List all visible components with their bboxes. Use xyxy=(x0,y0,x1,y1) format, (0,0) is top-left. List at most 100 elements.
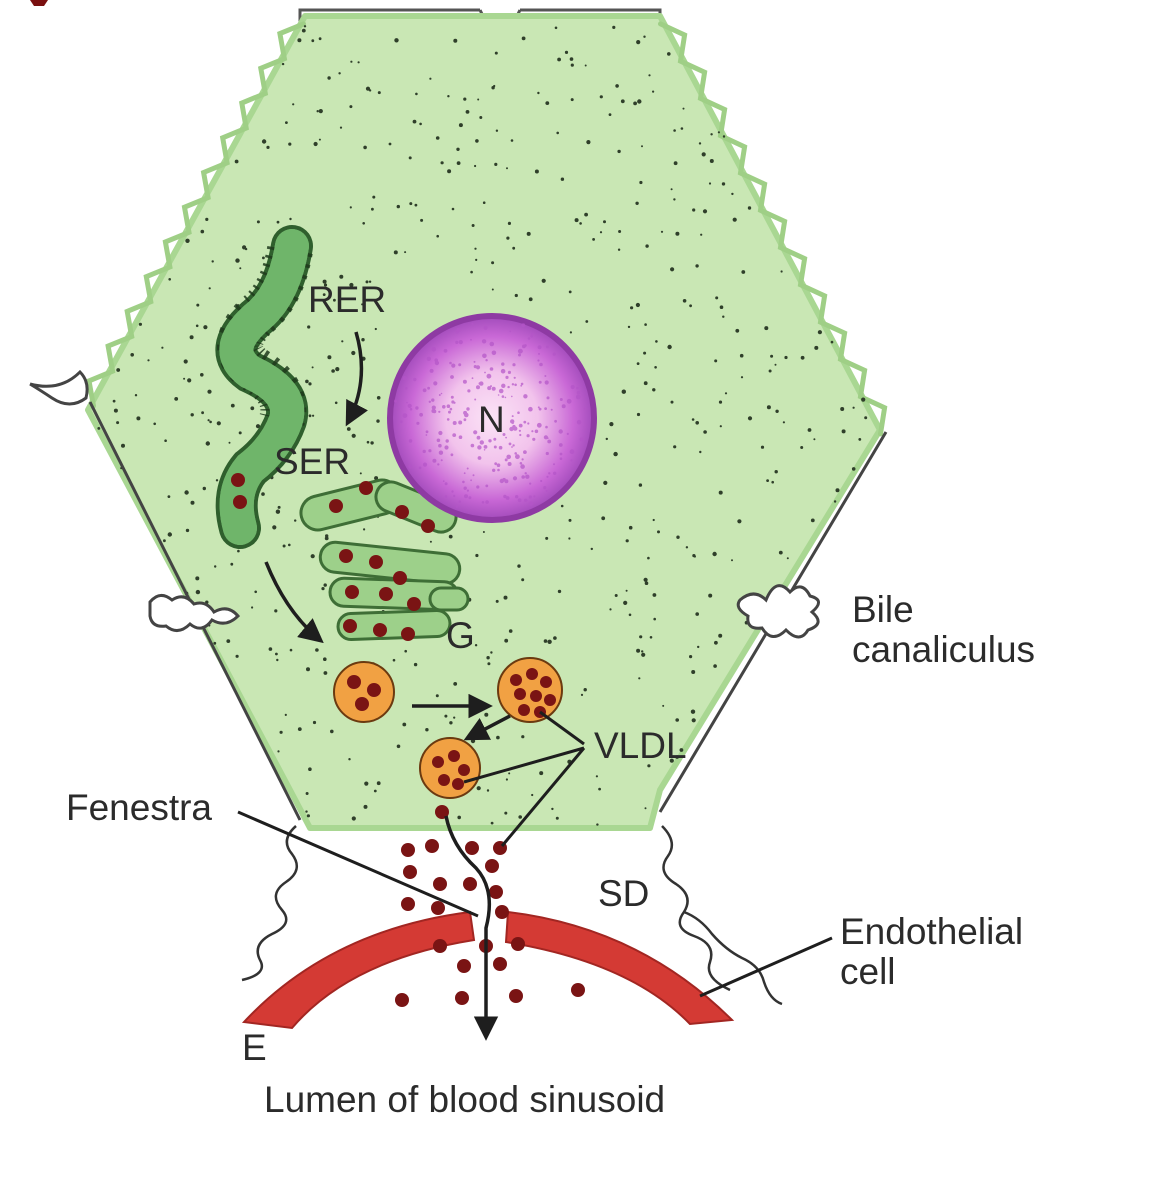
chromatin-speck xyxy=(482,353,487,359)
granule xyxy=(209,420,212,424)
granule xyxy=(396,204,400,209)
chromatin-speck xyxy=(525,474,530,479)
granule xyxy=(537,91,540,95)
chromatin-speck xyxy=(438,443,442,448)
granule xyxy=(633,101,637,106)
chromatin-speck xyxy=(476,435,481,440)
granule xyxy=(470,738,476,744)
granule xyxy=(691,418,695,421)
secretory-vesicle-3 xyxy=(419,737,481,799)
chromatin-speck xyxy=(497,468,500,472)
granule xyxy=(449,721,453,725)
chromatin-speck xyxy=(489,341,495,347)
granule xyxy=(420,218,424,222)
chromatin-speck xyxy=(537,359,540,362)
granule xyxy=(230,403,235,408)
granule xyxy=(641,650,644,653)
granule xyxy=(701,152,706,157)
granule xyxy=(174,397,179,401)
granule xyxy=(584,212,588,217)
chromatin-speck xyxy=(471,377,474,380)
granule xyxy=(266,145,270,149)
granule xyxy=(708,593,713,598)
chromatin-speck xyxy=(476,485,480,489)
chromatin-speck xyxy=(559,457,563,461)
granule xyxy=(508,629,513,633)
granule xyxy=(782,421,786,424)
granule xyxy=(205,217,209,221)
granule xyxy=(228,441,231,444)
granule xyxy=(435,694,439,698)
chromatin-speck xyxy=(431,405,436,410)
granule xyxy=(623,600,628,606)
chromatin-speck xyxy=(468,496,472,500)
chromatin-speck xyxy=(527,337,531,340)
granule xyxy=(404,251,407,254)
granule xyxy=(323,283,328,287)
granule xyxy=(770,354,774,358)
granule xyxy=(625,539,629,543)
chromatin-speck xyxy=(523,394,528,399)
granule xyxy=(281,62,285,66)
granule xyxy=(570,98,574,102)
granule xyxy=(601,516,606,521)
chromatin-speck xyxy=(494,462,498,466)
granule xyxy=(200,373,204,377)
chromatin-speck xyxy=(408,439,413,443)
granule xyxy=(292,103,295,106)
chromatin-speck xyxy=(407,403,412,408)
golgi-apparatus xyxy=(299,478,470,642)
granule xyxy=(648,74,651,77)
chromatin-speck xyxy=(498,388,504,394)
granule xyxy=(351,350,356,356)
microvilli-fringe xyxy=(86,21,888,437)
granule xyxy=(208,287,211,290)
chromatin-speck xyxy=(583,407,586,410)
granule xyxy=(722,315,725,318)
granule xyxy=(690,709,696,714)
granule xyxy=(710,133,713,136)
granule xyxy=(670,267,675,272)
granule xyxy=(327,355,332,360)
granule xyxy=(771,480,774,484)
chromatin-speck xyxy=(486,373,492,379)
chromatin-speck xyxy=(559,398,563,401)
granule xyxy=(708,182,712,185)
chromatin-speck xyxy=(517,411,520,415)
granule xyxy=(313,628,318,633)
granule xyxy=(311,366,314,369)
granule xyxy=(714,640,718,645)
granule xyxy=(213,641,217,645)
chromatin-speck xyxy=(489,367,494,371)
chromatin-speck xyxy=(500,368,506,374)
granule xyxy=(621,389,626,394)
granule xyxy=(545,101,550,105)
granule xyxy=(643,381,648,386)
granule xyxy=(747,416,753,421)
chromatin-speck xyxy=(526,434,530,438)
granule xyxy=(365,280,369,284)
granule xyxy=(644,807,647,810)
chromatin-speck xyxy=(429,368,434,373)
chromatin-speck xyxy=(579,437,584,442)
granule xyxy=(817,330,823,335)
granule xyxy=(451,207,455,211)
granule xyxy=(764,326,769,331)
chromatin-speck xyxy=(528,501,533,506)
granule xyxy=(864,416,868,420)
granule xyxy=(639,635,643,639)
granule xyxy=(272,525,277,530)
chromatin-speck xyxy=(545,345,549,349)
granule xyxy=(116,421,120,425)
granule xyxy=(652,388,656,392)
granule xyxy=(112,399,116,403)
granule xyxy=(508,772,511,775)
chromatin-speck xyxy=(512,476,518,481)
lipid-particles-intracellular xyxy=(231,473,435,641)
granule xyxy=(322,293,326,296)
granule xyxy=(429,540,432,543)
chromatin-speck xyxy=(445,439,449,443)
chromatin-speck xyxy=(518,429,522,432)
granule xyxy=(331,369,335,373)
granule xyxy=(813,438,816,441)
